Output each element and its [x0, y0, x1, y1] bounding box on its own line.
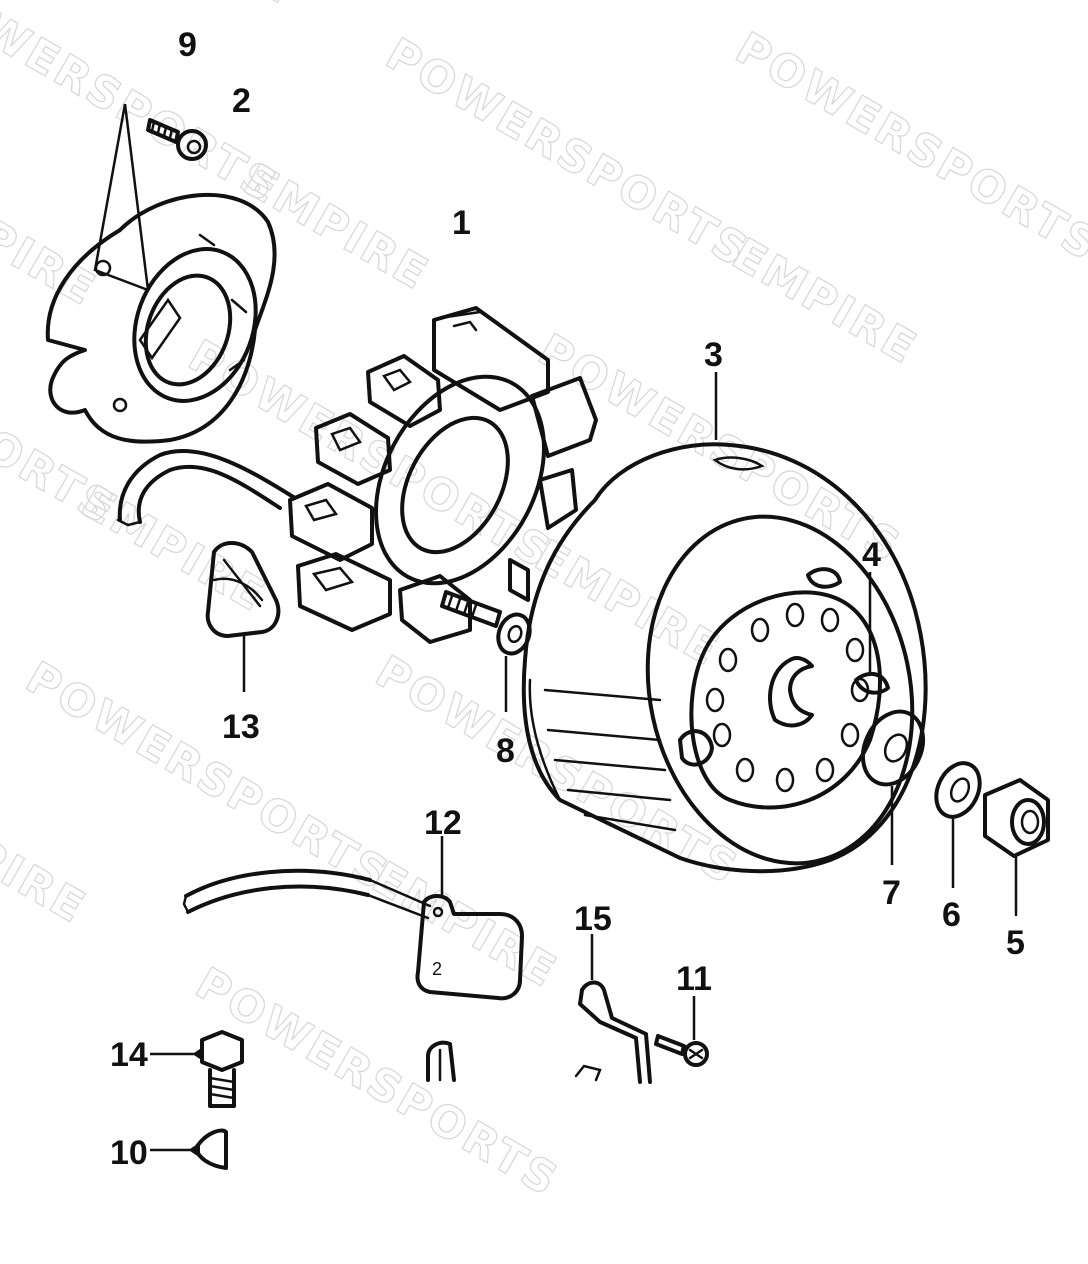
callout-1: 1	[452, 204, 471, 242]
callout-9: 9	[178, 26, 197, 64]
watermark-text: EMPIRE	[0, 170, 105, 316]
part-3-flywheel	[521, 372, 928, 874]
watermark-text: EMPIRE	[100, 0, 303, 15]
callout-4: 4	[862, 536, 881, 574]
callout-7: 7	[882, 874, 901, 912]
callout-5: 5	[1006, 924, 1025, 962]
watermark-text: POWERSPORTS	[367, 646, 748, 895]
callout-12: 12	[424, 804, 462, 842]
watermark-text: POWERSPORTS	[727, 23, 1088, 272]
watermark-layer: POWERSPORTS EMPIRE POWERSPORTS EMPIRE PO…	[0, 0, 1088, 1208]
part-11-screw	[654, 996, 709, 1067]
watermark-text: POWERSPORTS	[17, 652, 398, 901]
partial-part	[426, 1040, 456, 1082]
part-9-bolt	[146, 118, 208, 161]
callout-2: 2	[232, 82, 251, 120]
callout-14: 14	[110, 1036, 148, 1074]
part-8-bolt	[440, 590, 532, 712]
part-15-bracket	[574, 934, 652, 1084]
watermark-text: EMPIRE	[364, 852, 567, 998]
part-4-key	[854, 572, 890, 695]
callout-10: 10	[110, 1134, 148, 1172]
callout-6: 6	[942, 896, 961, 934]
watermark-text: EMPIRE	[0, 788, 95, 934]
part-14-bolt	[150, 1030, 244, 1108]
part-7-washer	[860, 709, 926, 865]
callout-15: 15	[574, 900, 612, 938]
callout-numbers: 9 2 1 3 4 13 8 12 7 6 5 15 11 14 10	[110, 26, 1025, 1172]
callout-8: 8	[496, 732, 515, 770]
part-2-stator-plate	[45, 103, 277, 444]
watermark-text: EMPIRE	[235, 154, 438, 300]
watermark-text: EMPIRE	[73, 476, 276, 622]
watermark-text: EMPIRE	[724, 229, 927, 375]
part-6-washer	[934, 761, 982, 888]
callout-13: 13	[222, 708, 260, 746]
part-10-clip	[150, 1128, 228, 1170]
watermark-text: POWERSPORTS	[377, 29, 758, 278]
callout-3: 3	[704, 336, 723, 374]
part-13-grommet	[205, 541, 281, 692]
part-12-sensor: 2	[182, 836, 524, 1001]
callout-11: 11	[676, 960, 712, 998]
part-5-nut	[983, 778, 1050, 916]
coil-mark: 2	[432, 959, 442, 979]
part-1-stator-coils	[116, 306, 598, 644]
